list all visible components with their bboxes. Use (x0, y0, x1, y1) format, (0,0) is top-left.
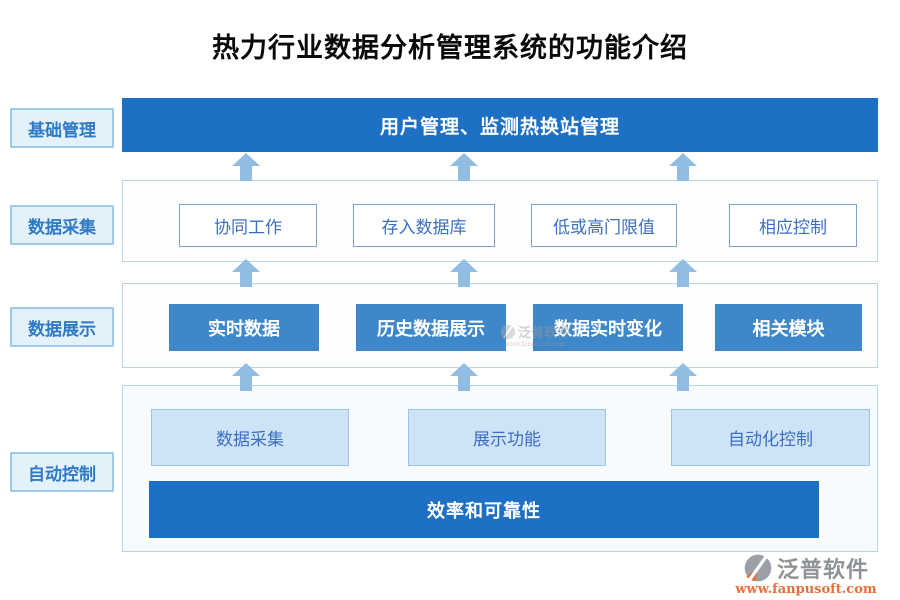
brand-url: www.fanpusoft.com (735, 582, 877, 597)
row4-footer-efficiency-bar: 效率和可靠性 (149, 481, 819, 538)
row2-box-store-database: 存入数据库 (353, 204, 495, 247)
row4-box-automation-control: 自动化控制 (671, 409, 870, 466)
side-label-data-display: 数据展示 (10, 307, 114, 347)
row3-box-realtime-data: 实时数据 (169, 304, 319, 351)
up-arrow-icon (232, 259, 260, 287)
row4-container: 数据采集 展示功能 自动化控制 效率和可靠性 (122, 385, 878, 552)
up-arrow-icon (669, 259, 697, 287)
side-label-auto-control: 自动控制 (10, 452, 114, 492)
side-label-basic-management: 基础管理 (10, 108, 114, 148)
up-arrow-icon (669, 363, 697, 391)
row3-container: 实时数据 历史数据展示 数据实时变化 相关模块 (122, 283, 878, 368)
row4-box-display-function: 展示功能 (408, 409, 606, 466)
row2-box-collaboration: 协同工作 (179, 204, 317, 247)
row3-box-related-modules: 相关模块 (715, 304, 862, 351)
row1-bar-user-management: 用户管理、监测热换站管理 (122, 98, 878, 152)
brand-block: 泛普软件 www.fanpusoft.com (726, 552, 886, 597)
row3-box-realtime-change: 数据实时变化 (533, 304, 683, 351)
up-arrow-icon (450, 259, 478, 287)
row2-box-response-control: 相应控制 (729, 204, 857, 247)
row3-box-history-display: 历史数据展示 (356, 304, 506, 351)
row2-box-threshold: 低或高门限值 (531, 204, 677, 247)
up-arrow-icon (232, 363, 260, 391)
side-label-data-collection: 数据采集 (10, 205, 114, 245)
brand-name: 泛普软件 (776, 557, 869, 583)
page-title: 热力行业数据分析管理系统的功能介绍 (212, 33, 688, 64)
fanpu-logo-icon (744, 554, 772, 582)
up-arrow-icon (450, 363, 478, 391)
up-arrow-icon (232, 153, 260, 181)
row4-box-data-collection: 数据采集 (151, 409, 349, 466)
up-arrow-icon (669, 153, 697, 181)
up-arrow-icon (450, 153, 478, 181)
row2-container: 协同工作 存入数据库 低或高门限值 相应控制 (122, 180, 878, 262)
